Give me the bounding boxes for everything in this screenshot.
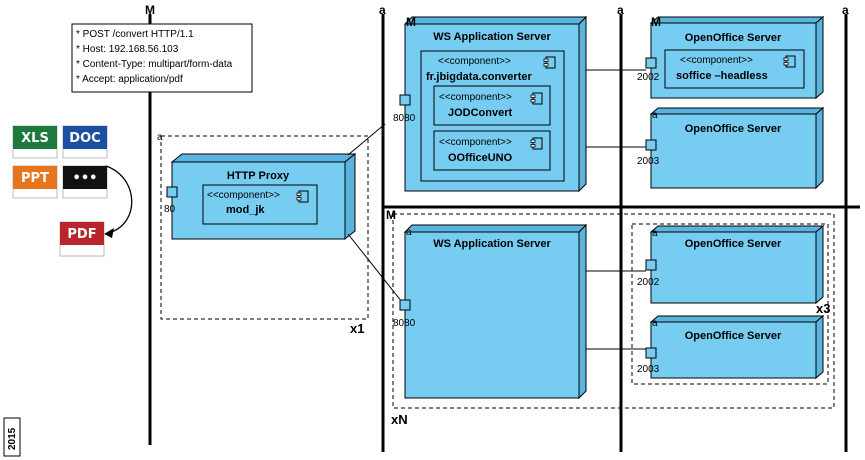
bottom-office-1-port-label: 2002 (637, 277, 660, 288)
proxy-group-frame (160, 135, 369, 320)
request-note-line-3: * Content-Type: multipart/form-data (76, 59, 233, 70)
soffice-stereotype: <<component>> (680, 55, 753, 66)
component-icon (530, 92, 543, 105)
ppt-file-icon: PPT (12, 165, 58, 199)
proxy-port (166, 186, 178, 198)
bottom-server-port-label: 8080 (393, 318, 416, 329)
other-file-label: ••• (73, 171, 98, 186)
proxy-group-multiplicity: x1 (350, 321, 364, 336)
bottom-office-2-marker: a (652, 318, 658, 329)
mod-jk-stereotype: <<component>> (207, 190, 280, 201)
request-note-line-4: * Accept: application/pdf (76, 74, 183, 85)
doc-file-label: DOC (69, 131, 100, 146)
jodconvert-name: JODConvert (448, 107, 513, 119)
conversion-arrowhead-icon (104, 228, 114, 238)
component-icon (530, 137, 543, 150)
bottom-cluster-multiplicity: xN (391, 412, 408, 427)
bottom-office-2-title: OpenOffice Server (685, 330, 782, 342)
bottom-server-title: WS Application Server (433, 238, 551, 250)
doc-file-icon: DOC (62, 125, 108, 159)
proxy-to-bottom-server-link (347, 233, 403, 303)
top-office-1-port-label: 2002 (637, 72, 660, 83)
oofficeuno-stereotype: <<component>> (439, 137, 512, 148)
top-server-port (399, 94, 411, 106)
component-icon (543, 56, 556, 69)
mod-jk-name: mod_jk (226, 204, 265, 216)
jodconvert-stereotype: <<component>> (439, 92, 512, 103)
bottom-office-2-port (645, 347, 657, 359)
pdf-file-label: PDF (67, 227, 96, 242)
pdf-file-icon: PDF (59, 221, 105, 257)
bottom-server-marker: a (406, 227, 412, 238)
lane-marker-mid: a (379, 3, 386, 17)
top-server-port-label: 8080 (393, 113, 416, 124)
bottom-openoffice-server-2: a OpenOffice Server 2003 (637, 314, 825, 380)
bottom-cluster-frame (392, 213, 835, 409)
oofficeuno-name: OOfficeUNO (448, 152, 513, 164)
component-icon (783, 55, 796, 68)
bottom-office-2-port-label: 2003 (637, 364, 660, 375)
lane-marker-left: M (145, 3, 155, 17)
proxy-group-marker: a (157, 132, 163, 143)
office-group-multiplicity: x3 (816, 301, 830, 316)
xls-file-label: XLS (21, 131, 49, 146)
bottom-server-port (399, 299, 411, 311)
top-office-2-port (645, 139, 657, 151)
bottom-office-1-marker: a (652, 228, 658, 239)
top-office-1-title: OpenOffice Server (685, 32, 782, 44)
request-note-line-2: * Host: 192.168.56.103 (76, 44, 179, 55)
converter-stereotype: <<component>> (438, 56, 511, 67)
other-file-icon: ••• (62, 165, 108, 199)
conversion-arrow-icon (105, 165, 133, 234)
component-icon (296, 190, 309, 203)
xls-file-icon: XLS (12, 125, 58, 159)
bottom-office-1-port (645, 259, 657, 271)
top-openoffice-server-2: a OpenOffice Server 2003 (637, 106, 825, 190)
top-office-1-port (645, 57, 657, 69)
top-server-title: WS Application Server (433, 31, 551, 43)
request-note-line-1: * POST /convert HTTP/1.1 (76, 29, 194, 40)
lane-marker-far: a (842, 3, 849, 17)
bottom-openoffice-server-1: a OpenOffice Server 2002 (637, 224, 825, 305)
http-proxy-node: HTTP Proxy <<component>> mod_jk 80 (164, 152, 357, 241)
bottom-office-1-title: OpenOffice Server (685, 238, 782, 250)
lane-marker-right: a (617, 3, 624, 17)
bottom-ws-application-server-node: a WS Application Server 8080 (393, 223, 588, 400)
top-office-2-marker: a (652, 110, 658, 121)
proxy-port-label: 80 (164, 204, 176, 215)
year-stamp: 2015 (3, 417, 21, 457)
year-stamp-text: 2015 (7, 427, 18, 450)
top-ws-application-server-node: M WS Application Server <<component>> fr… (393, 15, 588, 193)
bottom-cluster-marker: M (386, 208, 396, 222)
office-group-frame (631, 223, 829, 385)
ppt-file-label: PPT (21, 171, 49, 186)
proxy-to-top-server-link (347, 123, 386, 156)
soffice-name: soffice –headless (676, 70, 768, 82)
http-proxy-title: HTTP Proxy (227, 170, 290, 182)
top-office-2-title: OpenOffice Server (685, 123, 782, 135)
converter-name: fr.jbigdata.converter (426, 71, 532, 83)
request-note: * POST /convert HTTP/1.1 * Host: 192.168… (71, 23, 253, 93)
top-office-1-marker: M (651, 15, 661, 29)
top-server-marker: M (406, 15, 416, 29)
top-office-2-port-label: 2003 (637, 156, 660, 167)
top-openoffice-server-1: M OpenOffice Server <<component>> soffic… (637, 15, 825, 100)
